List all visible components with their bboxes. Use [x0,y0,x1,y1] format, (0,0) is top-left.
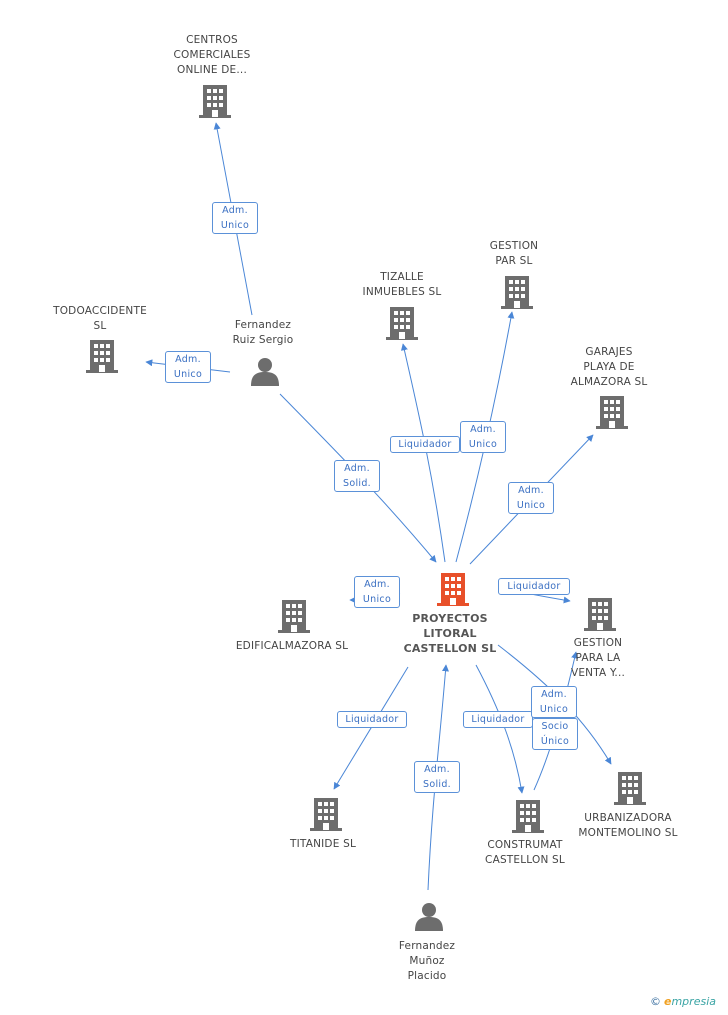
text-line: Liquidador [507,581,561,592]
edge-proyectos-titanide [333,666,409,790]
edge-label-todoaccidente[interactable]: Adm. Unico [165,351,211,383]
text-line: Unico [173,369,203,380]
text-line: COMERCIALES [173,49,251,61]
building-icon-garajes [596,396,628,429]
text-line: EDIFICALMAZORA SL [235,640,349,652]
text-line: MONTEMOLINO SL [578,827,678,839]
text-line: Único [540,736,570,747]
text-line: Socio [541,721,569,732]
text-line: Adm. [541,689,567,700]
text-line: Unico [362,594,392,605]
node-label-centros[interactable]: CENTROS COMERCIALES ONLINE DE... [150,33,274,78]
edge-label-urbanizadora[interactable]: Adm. Unico [531,686,577,718]
node-label-garajes[interactable]: GARAJES PLAYA DE ALMAZORA SL [549,345,669,390]
edge-label-tizalle[interactable]: Liquidador [390,436,460,453]
text-line: Ruiz Sergio [232,334,294,346]
text-line: CASTELLON SL [403,642,497,655]
edge-label-munoz[interactable]: Adm. Solid. [414,761,460,793]
text-line: Unico [539,704,569,715]
building-icon-centros [199,85,231,118]
text-line: CONSTRUMAT [487,839,563,851]
building-icon-urbanizadora [614,772,646,805]
text-line: PLAYA DE [583,361,635,373]
building-icon-titanide [310,798,342,831]
text-line: VENTA Y... [570,667,626,679]
text-line: Adm. [424,764,450,775]
text-line: GARAJES [585,346,633,358]
text-line: CASTELLON SL [485,854,565,866]
edge-label-gestion-venta[interactable]: Liquidador [498,578,570,595]
building-icon-gestion-venta [584,598,616,631]
text-line: ALMAZORA SL [570,376,648,388]
text-line: Liquidador [398,439,452,450]
node-label-urbanizadora[interactable]: URBANIZADORA MONTEMOLINO SL [568,811,688,841]
text-line: Placido [407,970,447,982]
text-line: Adm. [222,205,248,216]
text-line: Liquidador [345,714,399,725]
edge-proyectos-construmat [475,664,525,794]
node-label-gestion-venta[interactable]: GESTION PARA LA VENTA Y... [548,636,648,681]
copyright-symbol: © [650,995,661,1008]
building-icon-construmat [512,800,544,833]
edge-label-construmat[interactable]: Liquidador [463,711,533,728]
text-line: Adm. [344,463,370,474]
text-line: GESTION [573,637,623,649]
text-line: Adm. [518,485,544,496]
text-line: Fernandez [234,319,292,331]
text-line: Adm. [175,354,201,365]
building-icon-todoaccidente [86,340,118,373]
node-label-gestion-par[interactable]: GESTION PAR SL [464,239,564,269]
text-line: Unico [516,500,546,511]
person-icon-fernandez-ruiz [251,358,279,386]
node-label-construmat[interactable]: CONSTRUMAT CASTELLON SL [465,838,585,868]
edge-label-ruiz-proyectos[interactable]: Adm. Solid. [334,460,380,492]
node-label-tizalle[interactable]: TIZALLE INMUEBLES SL [342,270,462,300]
text-line: CENTROS [186,34,238,46]
text-line: Adm. [470,424,496,435]
text-line: URBANIZADORA [584,812,672,824]
text-line: INMUEBLES SL [362,286,442,298]
node-label-titanide[interactable]: TITANIDE SL [273,837,373,852]
building-icon-tizalle [386,307,418,340]
edge-label-edificalmazora[interactable]: Adm. Unico [354,576,400,608]
text-line: Adm. [364,579,390,590]
node-label-proyectos[interactable]: PROYECTOS LITORAL CASTELLON SL [380,611,520,656]
text-line: PROYECTOS [412,612,488,625]
brand-logo-text: mpresia [671,995,716,1008]
text-line: Muñoz [409,955,445,967]
text-line: Solid. [343,478,371,489]
node-label-edificalmazora[interactable]: EDIFICALMAZORA SL [222,639,362,654]
text-line: Solid. [423,779,451,790]
node-label-todoaccidente[interactable]: TODOACCIDENTE SL [40,304,160,334]
edge-proyectos-tizalle [400,343,446,563]
footer-brand[interactable]: ©empresia [650,995,716,1008]
building-icon-proyectos [437,573,469,606]
edge-label-gestion-par[interactable]: Adm. Unico [460,421,506,453]
text-line: Liquidador [471,714,525,725]
text-line: SL [93,320,107,332]
text-line: LITORAL [423,627,477,640]
edge-label-garajes[interactable]: Adm. Unico [508,482,554,514]
edge-label-centros[interactable]: Adm. Unico [212,202,258,234]
text-line: TODOACCIDENTE [53,305,147,317]
text-line: GESTION [489,240,539,252]
text-line: PARA LA [575,652,621,664]
text-line: TITANIDE SL [289,838,356,850]
building-icon-edificalmazora [278,600,310,633]
text-line: TIZALLE [380,271,424,283]
person-icon-fernandez-munoz [415,903,443,931]
brand-logo-initial: e [664,995,672,1008]
text-line: PAR SL [495,255,533,267]
text-line: ONLINE DE... [176,64,248,76]
text-line: Unico [220,220,250,231]
text-line: Unico [468,439,498,450]
text-line: Fernandez [398,940,456,952]
building-icon-gestion-par [501,276,533,309]
edge-label-titanide[interactable]: Liquidador [337,711,407,728]
